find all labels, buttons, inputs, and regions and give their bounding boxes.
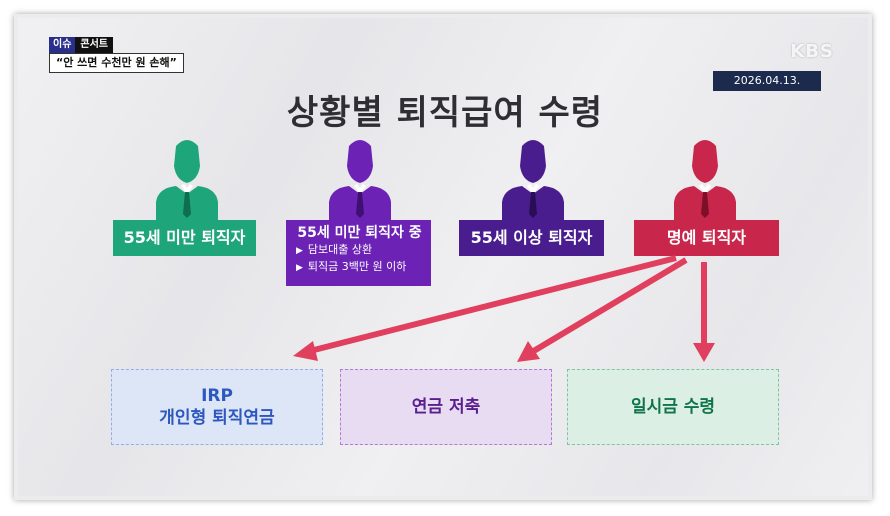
arrow-to-pension — [530, 257, 688, 355]
retiree-label-honorary: 명예 퇴직자 — [634, 220, 779, 256]
condition-item: ▶ 퇴직금 3백만 원 이하 — [296, 259, 423, 276]
arrowhead-irp — [293, 341, 318, 361]
screen-frame — [14, 14, 872, 500]
destination-pension-savings: 연금 저축 — [340, 369, 552, 445]
badge-title: 콘서트 — [75, 37, 114, 53]
condition-text: 퇴직금 3백만 원 이하 — [307, 260, 407, 273]
condition-item: ▶ 담보대출 상환 — [296, 242, 423, 259]
destination-irp: IRP 개인형 퇴직연금 — [111, 369, 323, 445]
destination-lump-sum-label: 일시금 수령 — [630, 397, 716, 417]
retiree-label-under55-special: 55세 미만 퇴직자 중 ▶ 담보대출 상환 ▶ 퇴직금 3백만 원 이하 — [286, 220, 431, 286]
page-title: 상황별 퇴직급여 수령 — [286, 93, 604, 133]
person-icon-under55-special — [329, 140, 391, 220]
broadcaster-logo: KBS — [790, 41, 834, 62]
play-bullet-icon: ▶ — [296, 246, 303, 256]
destination-irp-line2: 개인형 퇴직연금 — [159, 408, 275, 428]
condition-text: 담보대출 상환 — [307, 243, 373, 256]
person-icon-under55 — [156, 140, 218, 220]
destination-lump-sum: 일시금 수령 — [567, 369, 779, 445]
retiree-label-under55-special-title: 55세 미만 퇴직자 중 — [297, 225, 422, 241]
destination-pension-savings-label: 연금 저축 — [411, 397, 481, 417]
play-bullet-icon: ▶ — [296, 263, 303, 273]
destination-irp-line1: IRP — [201, 386, 233, 406]
retiree-label-under55: 55세 미만 퇴직자 — [113, 220, 256, 256]
arrowhead-pension — [517, 341, 540, 362]
badge-subtitle: “안 쓰면 수천만 원 손해” — [49, 53, 184, 73]
program-badge: 이슈 콘서트 “안 쓰면 수천만 원 손해” — [49, 37, 184, 73]
retiree-label-over55: 55세 이상 퇴직자 — [459, 220, 604, 256]
arrowhead-lumpsum — [693, 343, 715, 362]
arrow-to-irp — [309, 255, 677, 354]
badge-top: 이슈 콘서트 — [49, 37, 184, 53]
person-icon-honorary — [674, 140, 736, 220]
badge-tag: 이슈 — [49, 37, 76, 53]
broadcast-date: 2026.04.13. — [713, 71, 821, 91]
person-icon-over55 — [502, 140, 564, 220]
